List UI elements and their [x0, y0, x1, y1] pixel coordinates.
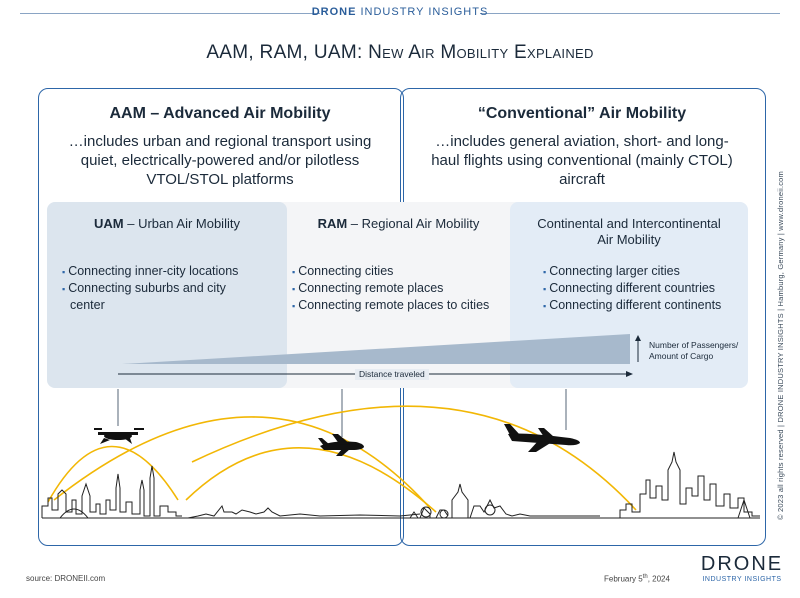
list-item: Connecting cities: [292, 263, 512, 280]
header-line-left: [20, 13, 320, 14]
passengers-label: Number of Passengers/ Amount of Cargo: [649, 340, 738, 362]
list-item: Connecting remote places to cities: [292, 297, 512, 314]
continental-arc: [191, 405, 637, 511]
header-brand-rest: INDUSTRY INSIGHTS: [356, 6, 489, 18]
aam-desc-line: VTOL/STOL platforms: [146, 171, 294, 188]
ram-abbr: RAM: [317, 216, 348, 231]
logo-main: DRONE: [700, 553, 784, 575]
uam-title: UAM – Urban Air Mobility: [47, 216, 287, 231]
logo-sub: INDUSTRY INSIGHTS: [702, 576, 782, 583]
ram-arc: [185, 447, 437, 513]
distance-arrowhead: [626, 371, 633, 377]
uam-abbr: UAM: [94, 216, 124, 231]
ram-bullets: Connecting cities Connecting remote plac…: [292, 263, 512, 314]
metropolis-skyline-icon: [619, 451, 760, 519]
list-item: Connecting suburbs and city center: [62, 280, 262, 313]
conventional-desc-line: aircraft: [559, 171, 605, 188]
uam-bullets: Connecting inner-city locations Connecti…: [62, 263, 262, 313]
conventional-desc-line: haul flights using conventional (mainly …: [431, 152, 733, 169]
source-label: source: DRONEII.com: [26, 574, 106, 583]
conventional-desc-line: …includes general aviation, short- and l…: [435, 133, 729, 150]
uam-arc-1: [47, 445, 179, 503]
regional-long-arc: [53, 416, 431, 509]
passengers-label-line: Amount of Cargo: [649, 351, 714, 361]
header-brand-bold: DRONE: [311, 6, 357, 18]
copyright-vertical: © 2023 all rights reserved | DRONE INDUS…: [776, 171, 785, 520]
passengers-label-line: Number of Passengers/: [649, 340, 739, 350]
page-title: AAM, RAM, UAM: New Air Mobility Explaine…: [206, 42, 594, 63]
small-jet-icon: [318, 434, 364, 456]
date-main: February 5: [604, 574, 643, 584]
brand-logo: DRONE INDUSTRY INSIGHTS: [700, 553, 784, 583]
continental-title: Continental and Intercontinental Air Mob…: [510, 216, 748, 248]
ram-name: – Regional Air Mobility: [347, 216, 480, 231]
conventional-heading: “Conventional” Air Mobility: [477, 105, 687, 122]
village-skyline-icon: [409, 483, 600, 519]
passengers-wedge: [122, 334, 630, 364]
header-brand: DRONE INDUSTRY INSIGHTS: [0, 6, 800, 18]
aam-description: …includes urban and regional transport u…: [38, 132, 402, 189]
list-item: Connecting different countries: [543, 280, 743, 297]
aam-desc-line: quiet, electrically-powered and/or pilot…: [80, 152, 360, 169]
date-label: February 5th, 2024: [604, 574, 670, 584]
distance-label: Distance traveled: [355, 369, 429, 380]
date-sup: th: [642, 574, 648, 580]
aam-desc-line: …includes urban and regional transport u…: [68, 133, 372, 150]
aam-heading: AAM – Advanced Air Mobility: [109, 105, 331, 122]
ram-title: RAM – Regional Air Mobility: [287, 216, 510, 231]
continental-title-line: Continental and Intercontinental: [537, 216, 721, 231]
continental-title-line: Air Mobility: [597, 232, 661, 247]
list-item: Connecting different continents: [543, 297, 743, 314]
list-item: Connecting larger cities: [543, 263, 743, 280]
list-item: Connecting remote places: [292, 280, 512, 297]
date-year: , 2024: [647, 574, 670, 584]
city-skyline-icon: [41, 465, 421, 519]
header-line-right: [480, 13, 780, 14]
tiltrotor-drone-icon: [94, 428, 144, 444]
list-item: Connecting inner-city locations: [62, 263, 262, 280]
conventional-description: …includes general aviation, short- and l…: [400, 132, 764, 189]
passengers-arrowhead: [635, 335, 641, 341]
uam-name: – Urban Air Mobility: [123, 216, 240, 231]
continental-bullets: Connecting larger cities Connecting diff…: [543, 263, 743, 314]
airliner-icon: [504, 424, 580, 452]
